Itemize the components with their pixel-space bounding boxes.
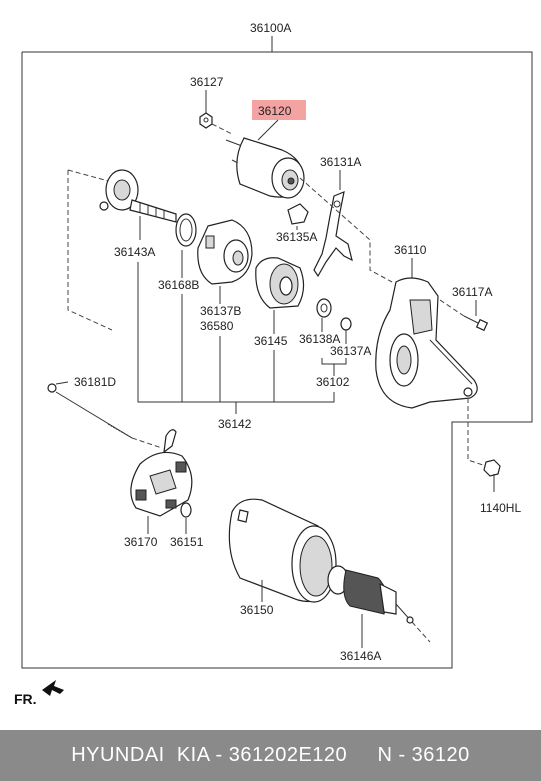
solenoid-36120[interactable] xyxy=(225,137,305,199)
dash-guide-left xyxy=(67,170,113,331)
part-label-36137A[interactable]: 36137A xyxy=(330,344,371,358)
shift-lever-36131A[interactable] xyxy=(313,191,353,278)
nut-36127[interactable] xyxy=(199,112,213,129)
part-label-36170[interactable]: 36170 xyxy=(124,535,158,549)
footer-bar: HYUNDAI KIA - 361202E120 N - 36120 xyxy=(0,730,541,781)
assembly-label: 36100A xyxy=(250,21,291,35)
part-label-36168B[interactable]: 36168B xyxy=(158,278,199,292)
part-label-36131A[interactable]: 36131A xyxy=(320,155,361,169)
part-label-36102[interactable]: 36102 xyxy=(316,375,350,389)
dash-guide-right xyxy=(299,177,393,283)
part-label-36150[interactable]: 36150 xyxy=(240,603,274,617)
washer-36151[interactable] xyxy=(180,502,192,518)
brush-holder-36170[interactable] xyxy=(130,429,193,517)
part-label-36135A[interactable]: 36135A xyxy=(276,230,317,244)
shaft-36143A[interactable] xyxy=(99,169,177,223)
part-label-36181D[interactable]: 36181D xyxy=(74,375,116,389)
pinion-36145[interactable] xyxy=(255,257,305,309)
part-label-36127[interactable]: 36127 xyxy=(190,75,224,89)
through-bolt-36181D[interactable] xyxy=(47,383,133,439)
part-label-36138A[interactable]: 36138A xyxy=(299,332,340,346)
part-label-36142[interactable]: 36142 xyxy=(218,417,252,431)
exploded-parts-diagram: 36100A 36127 36120 36131A 36135A xyxy=(14,21,533,707)
part-label-1140HL[interactable]: 1140HL xyxy=(480,501,521,515)
part-label-36137B[interactable]: 36137B xyxy=(200,304,241,318)
part-label-36143A[interactable]: 36143A xyxy=(114,245,155,259)
part-label-36117A[interactable]: 36117A xyxy=(452,285,492,299)
armature-36146A[interactable] xyxy=(327,565,414,624)
plunger-36135A[interactable] xyxy=(287,203,309,225)
part-label-36146A[interactable]: 36146A xyxy=(340,649,381,663)
bolt-36117A[interactable] xyxy=(463,315,489,332)
front-marker-label: FR. xyxy=(14,691,37,707)
washer-36138A[interactable] xyxy=(316,298,332,318)
assembly-frame xyxy=(21,51,533,669)
ring-36168B[interactable] xyxy=(175,213,197,247)
front-housing-36110[interactable] xyxy=(375,277,478,409)
yoke-36150[interactable] xyxy=(228,498,337,603)
footer-part-number-text: HYUNDAI KIA - 361202E120 N - 36120 xyxy=(71,744,470,766)
front-arrow-icon xyxy=(42,680,64,696)
part-label-36580[interactable]: 36580 xyxy=(200,319,234,333)
bolt-1140HL[interactable] xyxy=(483,459,501,492)
highlight-box-36120 xyxy=(252,100,306,120)
part-label-36145[interactable]: 36145 xyxy=(254,334,288,348)
part-label-36110[interactable]: 36110 xyxy=(394,243,427,257)
gear-housing-36137B[interactable] xyxy=(197,219,253,285)
part-label-36151[interactable]: 36151 xyxy=(170,535,204,549)
dash-guide-top xyxy=(67,169,113,183)
clip-36137A[interactable] xyxy=(340,317,352,331)
part-label-36120[interactable]: 36120 xyxy=(258,104,292,118)
